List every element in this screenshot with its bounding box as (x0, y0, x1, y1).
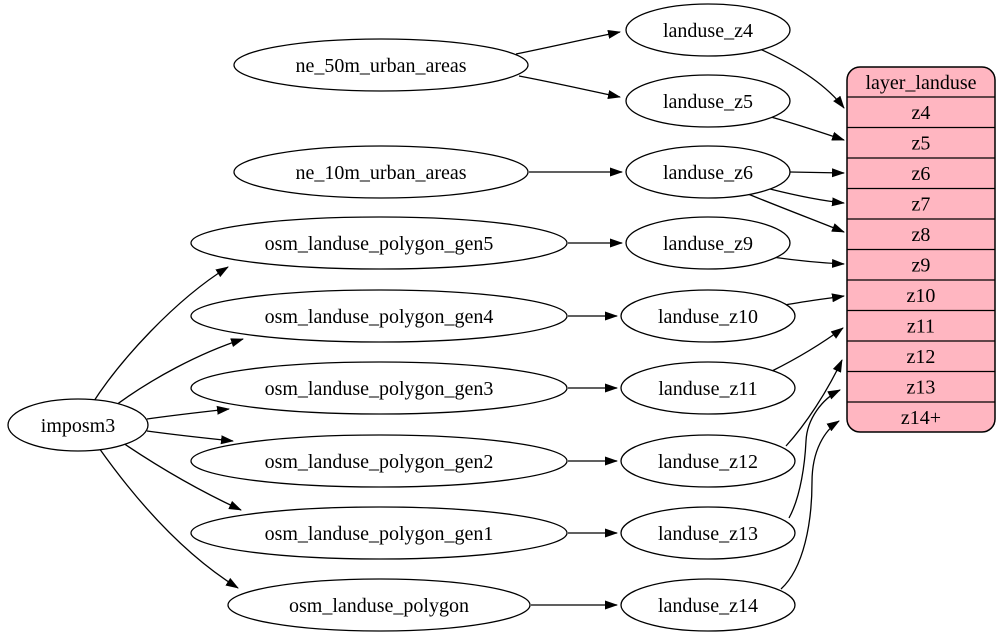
node-ellipse-landuse-z5 (625, 74, 791, 128)
edge-imposm3-gen4 (111, 338, 244, 409)
node-ellipse-landuse-z14 (620, 578, 796, 632)
node-ellipse-gen5 (190, 216, 568, 270)
node-landuse-z10: landuse_z10 (620, 289, 796, 343)
edge-imposm3-gen5 (91, 266, 229, 405)
edge-ne50m-z4 (515, 29, 621, 55)
node-ellipse-landuse-z11 (620, 361, 796, 415)
table-row-z11: z11 (907, 316, 935, 338)
edge-z12-row (785, 359, 843, 447)
node-osm-landuse-polygon-gen3: osm_landuse_polygon_gen3 (190, 361, 568, 415)
node-label-landuse-z12: landuse_z12 (658, 451, 758, 473)
node-landuse-z5: landuse_z5 (625, 74, 791, 128)
table-row-z14plus: z14+ (901, 407, 941, 429)
node-osm-landuse-polygon-gen5: osm_landuse_polygon_gen5 (190, 216, 568, 270)
node-label-gen2: osm_landuse_polygon_gen2 (265, 451, 494, 473)
node-ellipse-landuse-z13 (620, 506, 796, 560)
node-label-gen5: osm_landuse_polygon_gen5 (265, 233, 494, 255)
table-row-z4: z4 (912, 102, 931, 124)
node-label-landuse-z10: landuse_z10 (658, 306, 758, 328)
node-ellipse-imposm3 (7, 398, 149, 452)
node-label-ne-50m: ne_50m_urban_areas (295, 55, 466, 77)
node-osm-landuse-polygon-gen4: osm_landuse_polygon_gen4 (190, 289, 568, 343)
node-ellipse-gen4 (190, 289, 568, 343)
edge-z11-row (771, 327, 844, 372)
edge-z6-row6 (789, 168, 845, 178)
node-label-polygon: osm_landuse_polygon (289, 595, 469, 617)
node-landuse-z4: landuse_z4 (625, 3, 791, 57)
node-label-landuse-z11: landuse_z11 (658, 378, 757, 400)
node-ellipse-polygon (227, 578, 531, 632)
node-layer: imposm3 ne_50m_urban_areas ne_10m_urban_… (7, 3, 796, 632)
node-label-landuse-z9: landuse_z9 (663, 233, 753, 255)
node-landuse-z11: landuse_z11 (620, 361, 796, 415)
node-ellipse-landuse-z12 (620, 434, 796, 488)
node-ellipse-landuse-z10 (620, 289, 796, 343)
node-ellipse-gen3 (190, 361, 568, 415)
node-landuse-z14: landuse_z14 (620, 578, 796, 632)
edge-ne50m-z5 (518, 75, 621, 99)
node-ellipse-landuse-z9 (625, 216, 791, 270)
table-layer-landuse: layer_landuse z4 z5 z6 z7 z8 z9 z10 z11 … (846, 66, 996, 433)
edge-z13-row (788, 389, 841, 519)
node-ne-50m-urban-areas: ne_50m_urban_areas (233, 38, 529, 92)
node-ellipse-landuse-z4 (625, 3, 791, 57)
node-osm-landuse-polygon-gen2: osm_landuse_polygon_gen2 (190, 434, 568, 488)
node-label-landuse-z5: landuse_z5 (663, 91, 753, 113)
node-label-landuse-z4: landuse_z4 (663, 20, 753, 42)
node-label-gen4: osm_landuse_polygon_gen4 (265, 306, 494, 328)
node-ne-10m-urban-areas: ne_10m_urban_areas (233, 145, 529, 199)
table-header-label: layer_landuse (865, 72, 976, 94)
edge-imposm3-polygon (98, 447, 239, 589)
edge-z4-row (759, 48, 845, 109)
node-ellipse-landuse-z6 (625, 145, 791, 199)
edge-z6-row7 (769, 188, 845, 207)
node-ellipse-gen1 (190, 506, 568, 560)
edge-z6-row8 (747, 193, 845, 233)
node-label-imposm3: imposm3 (41, 415, 115, 437)
table-row-z9: z9 (912, 255, 931, 277)
edge-z5-row (770, 116, 845, 141)
node-label-gen3: osm_landuse_polygon_gen3 (265, 378, 494, 400)
table-row-z10: z10 (907, 285, 936, 307)
node-ellipse-ne-10m (233, 145, 529, 199)
node-landuse-z9: landuse_z9 (625, 216, 791, 270)
node-label-landuse-z14: landuse_z14 (658, 595, 758, 617)
node-landuse-z6: landuse_z6 (625, 145, 791, 199)
node-ellipse-gen2 (190, 434, 568, 488)
edge-z9-row (771, 256, 845, 268)
node-landuse-z13: landuse_z13 (620, 506, 796, 560)
edge-z14-row (780, 420, 840, 590)
table-row-z12: z12 (907, 346, 936, 368)
node-osm-landuse-polygon-gen1: osm_landuse_polygon_gen1 (190, 506, 568, 560)
node-ellipse-ne-50m (233, 38, 529, 92)
node-label-landuse-z6: landuse_z6 (663, 162, 753, 184)
edge-imposm3-gen2 (146, 430, 234, 445)
node-label-landuse-z13: landuse_z13 (658, 523, 758, 545)
node-osm-landuse-polygon: osm_landuse_polygon (227, 578, 531, 632)
table-row-z13: z13 (907, 377, 936, 399)
node-label-ne-10m: ne_10m_urban_areas (295, 162, 466, 184)
node-imposm3: imposm3 (7, 398, 149, 452)
edge-layer (91, 29, 845, 610)
edge-imposm3-gen1 (122, 442, 242, 511)
node-label-gen1: osm_landuse_polygon_gen1 (265, 523, 494, 545)
table-row-z6: z6 (912, 163, 931, 185)
table-row-z8: z8 (912, 224, 931, 246)
edge-imposm3-gen3 (146, 405, 230, 420)
table-row-z7: z7 (912, 194, 931, 216)
edge-z10-row (784, 293, 845, 306)
node-landuse-z12: landuse_z12 (620, 434, 796, 488)
table-row-z5: z5 (912, 133, 931, 155)
